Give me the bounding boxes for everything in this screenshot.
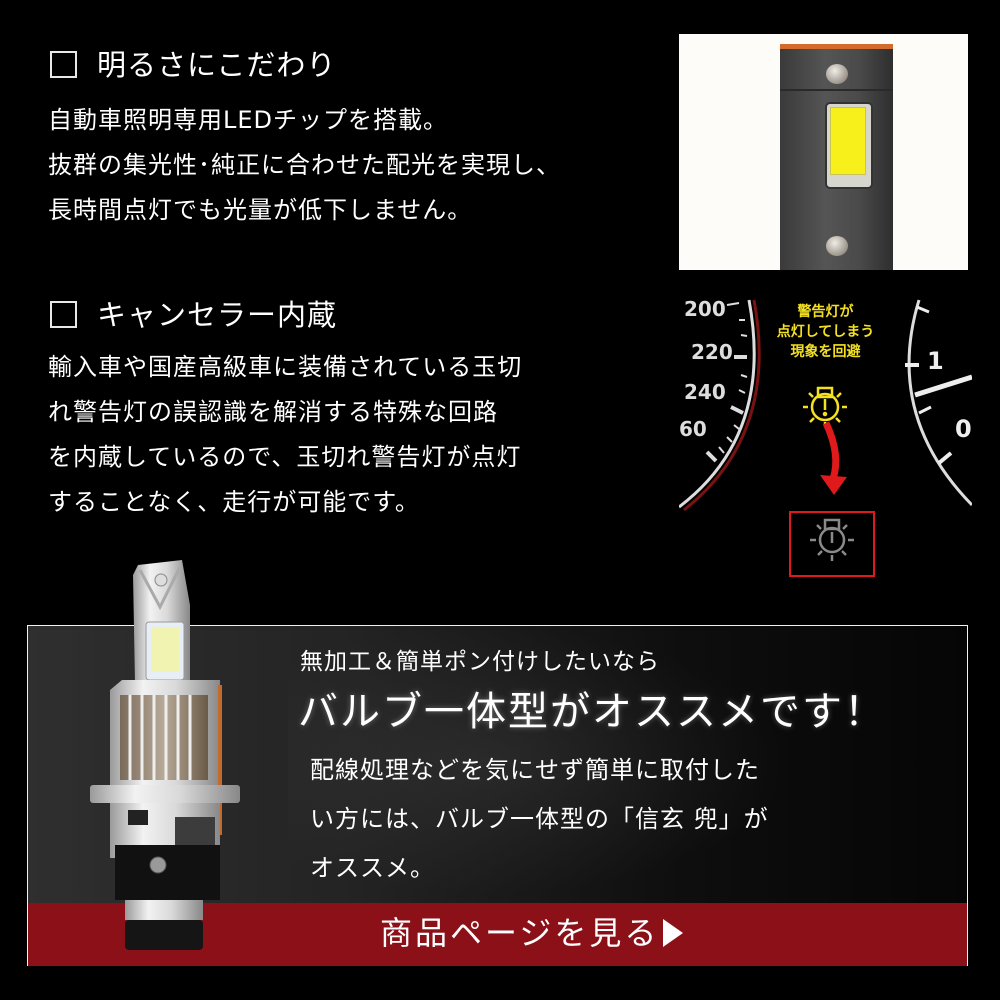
play-arrow-icon (663, 919, 684, 947)
speed-tick-label: 220 (691, 340, 733, 364)
panel-glow (288, 626, 788, 896)
promo-body: 配線処理などを気にせず簡単に取付した い方には、バルブ一体型の「信玄 兜」が オ… (310, 756, 769, 882)
cta-label: 商品ページを見る (380, 914, 660, 952)
tacho-tick-label: 1 (927, 347, 944, 375)
speed-tick-label: 60 (679, 417, 707, 441)
housing-contour (780, 89, 893, 201)
feature-body-canceller: 輸入車や国産高級車に装備されている玉切 れ警告灯の誤認識を解消する特殊な回路 を… (48, 353, 523, 516)
bolt-icon (826, 236, 848, 256)
gauge-cluster-image: 200 220 240 60 1 0 警告灯が 点灯してしまう 現象を回避 (679, 295, 972, 585)
led-chip (830, 107, 866, 175)
promo-headline: バルブ一体型がオススメです！ (298, 689, 886, 735)
feature-body-brightness: 自動車照明専用LEDチップを搭載。 抜群の集光性･純正に合わせた配光を実現し、 … (48, 106, 561, 224)
led-bulb-product-image (90, 560, 240, 950)
highlight-box (789, 511, 875, 577)
feature-title-brightness: 明るさにこだわり (50, 48, 336, 82)
tacho-tick-label: 0 (955, 415, 972, 443)
checkbox-icon (50, 301, 77, 328)
cta-label-wrap: 商品ページを見る (380, 913, 684, 953)
bolt-icon (826, 64, 848, 84)
promo-pre-headline: 無加工＆簡単ポン付けしたいなら (300, 649, 660, 675)
warning-caption: 警告灯が 点灯してしまう 現象を回避 (776, 304, 875, 360)
speed-tick-label: 240 (684, 380, 726, 404)
led-chip-photo (679, 34, 968, 270)
copper-edge (780, 44, 893, 49)
feature-title-canceller: キャンセラー内蔵 (50, 298, 337, 332)
checkbox-icon (50, 51, 77, 78)
speed-tick-label: 200 (684, 297, 726, 321)
